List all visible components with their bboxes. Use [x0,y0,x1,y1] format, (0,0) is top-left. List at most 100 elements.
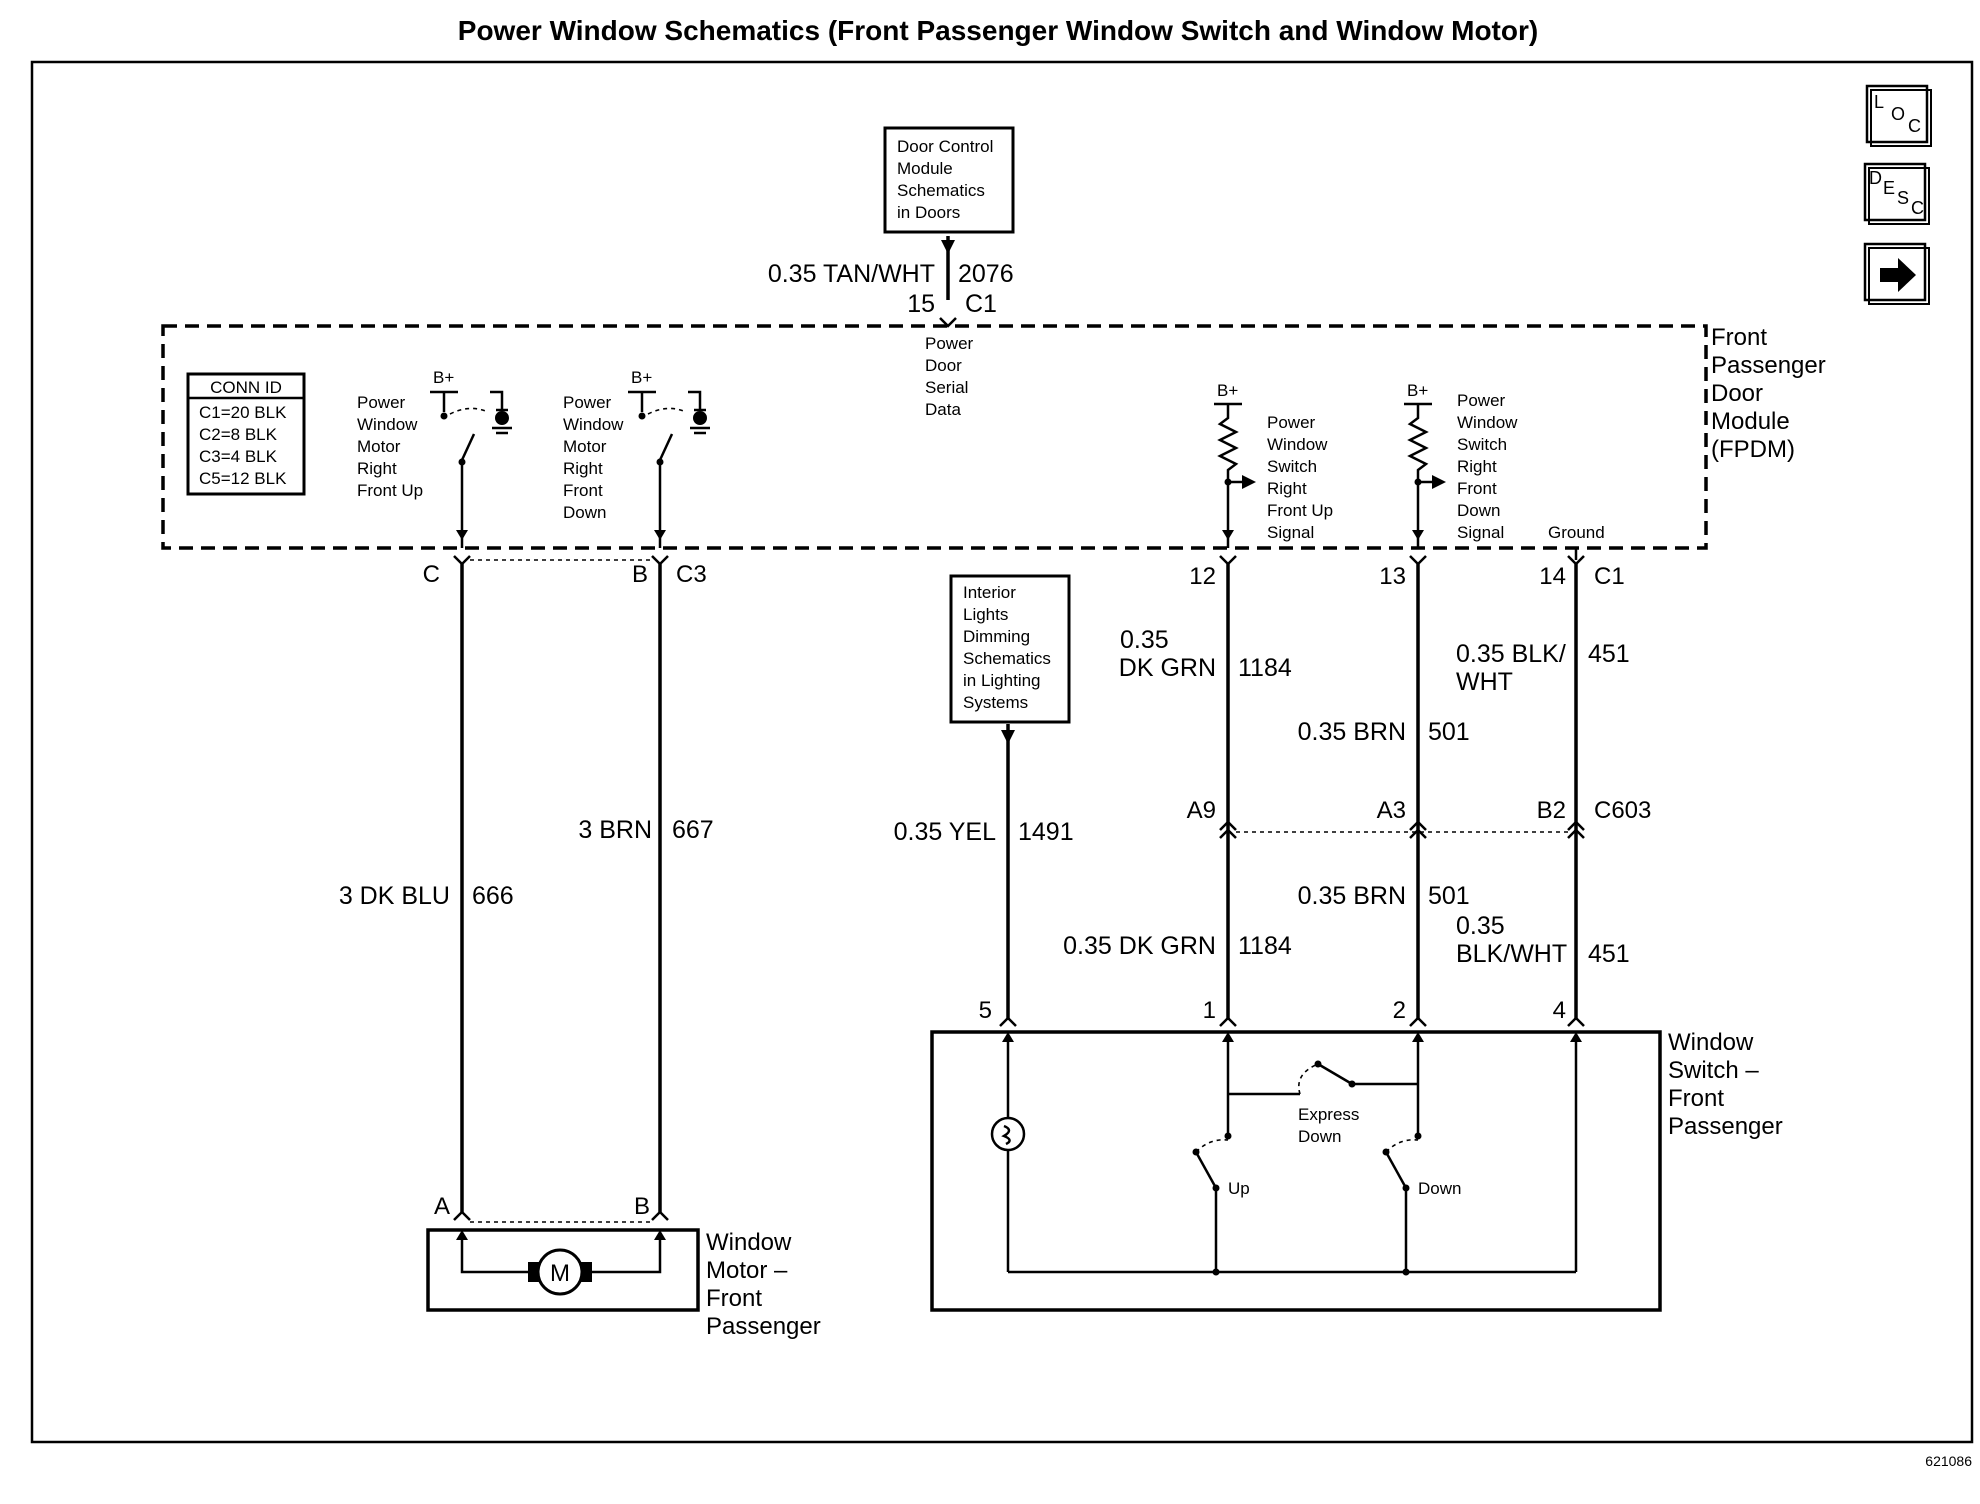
desc-letter-c: C [1911,198,1924,218]
connector-chevrons-c603 [1219,820,1585,839]
pin-label: B [632,561,648,588]
window-switch-front-passenger: Express Down Up Down [930,1030,1662,1312]
pin-label: 15 [907,290,935,318]
circuit-number: 501 [1428,882,1470,910]
switch-label-line: Switch – [1668,1057,1759,1084]
conn-id-table: CONN ID C1=20 BLK C2=8 BLK C3=4 BLK C5=1… [186,372,306,496]
internal-label-line: Right [1267,479,1307,498]
bplus-label: B+ [631,368,652,387]
circuit-number: 2076 [958,260,1014,288]
interior-lights-reference: Interior Lights Dimming Schematics in Li… [949,574,1071,724]
internal-label-line: Power [1267,413,1316,432]
window-motor-front-passenger: M [426,1228,700,1312]
motor-symbol: M [550,1260,570,1287]
connector-chevron-icon [939,317,957,328]
internal-label-line: Power [563,393,612,412]
ref-line: Module [897,159,953,178]
internal-label-line: Window [357,415,418,434]
wire-color-label: 0.35 BRN [1298,718,1406,746]
ground-icon [693,411,707,425]
outer-frame [30,60,1974,1444]
serial-label-line: Door [925,356,962,375]
fpdm-enclosure [161,324,1708,550]
fpdm-label-line: Front [1711,324,1767,351]
figure-number: 621086 [1925,1453,1972,1469]
switch-label-line: Window [1668,1029,1754,1056]
ref-line: Dimming [963,627,1030,646]
internal-label-line: Signal [1457,523,1504,542]
internal-label-line: Window [1267,435,1328,454]
circuit-number: 1184 [1238,654,1292,682]
internal-label-line: Front [563,481,603,500]
pin-label: 5 [979,997,992,1024]
resistor-icon [1217,404,1239,548]
serial-label-line: Power [925,334,974,353]
internal-label-line: Down [1457,501,1500,520]
wire-color-label: DK GRN [1119,654,1216,682]
internal-label-line: Front Up [1267,501,1333,520]
window-switch-label: Window Switch – Front Passenger [1668,1029,1783,1140]
loc-button[interactable]: L O C [1865,84,1932,147]
bplus-label: B+ [1217,381,1238,400]
pin-label: B2 [1537,797,1566,824]
motor-label-line: Motor – [706,1257,788,1284]
switch-label-line: Passenger [1668,1113,1783,1140]
conn-id-row: C5=12 BLK [199,469,287,488]
internal-label-line: Right [1457,457,1497,476]
conn-id-row: C3=4 BLK [199,447,278,466]
switch-up-signal-input: B+ Power Window Switch Right Front Up Si… [1214,381,1333,548]
internal-label-line: Window [1457,413,1518,432]
loc-letter-l: L [1874,92,1884,112]
loc-letter-c: C [1908,116,1921,136]
wire-color-label: 3 DK BLU [339,882,450,910]
wire-color-label: 0.35 YEL [894,818,997,846]
wire-color-label: 0.35 TAN/WHT [768,260,935,288]
internal-label-line: Right [563,459,603,478]
wire-color-label: 0.35 BRN [1298,882,1406,910]
wire-color-label: 0.35 DK GRN [1063,932,1216,960]
ground-label: Ground [1548,523,1605,542]
switch-label-line: Front [1668,1085,1724,1112]
connector-label: C3 [676,561,707,588]
window-motor-label: Window Motor – Front Passenger [706,1229,821,1340]
internal-label-line: Window [563,415,624,434]
connector-chevrons-motor [453,1210,669,1221]
ref-line: Schematics [963,649,1051,668]
fpdm-label-line: (FPDM) [1711,436,1795,463]
motor-label-line: Window [706,1229,792,1256]
motor-label-line: Front [706,1285,762,1312]
express-down-label: Down [1298,1127,1341,1146]
desc-letter-e: E [1883,178,1895,198]
fpdm-label-line: Door [1711,380,1763,407]
fpdm-label-line: Passenger [1711,352,1826,379]
up-contact-label: Up [1228,1179,1250,1198]
internal-label-line: Power [1457,391,1506,410]
conn-id-header: CONN ID [210,378,282,397]
desc-letter-d: D [1869,168,1882,188]
desc-letter-s: S [1897,188,1909,208]
ref-line: Door Control [897,137,993,156]
pin-label: 13 [1379,563,1406,590]
page-title: Power Window Schematics (Front Passenger… [458,15,1538,46]
wire-color-label: WHT [1456,668,1513,696]
connector-label: C603 [1594,797,1651,824]
pin-label: A [434,1193,450,1220]
next-page-button[interactable] [1863,242,1930,305]
connector-chevrons-switch [999,1016,1585,1027]
wire-color-label: 0.35 BLK/ [1456,640,1566,668]
conn-id-row: C1=20 BLK [199,403,287,422]
desc-button[interactable]: D E S C [1863,162,1930,225]
ref-line: Schematics [897,181,985,200]
internal-label-line: Signal [1267,523,1314,542]
circuit-number: 667 [672,816,714,844]
ref-line: in Lighting [963,671,1041,690]
internal-label-line: Front [1457,479,1497,498]
arrow-right-icon [1880,258,1916,292]
circuit-number: 1184 [1238,932,1292,960]
bplus-label: B+ [433,368,454,387]
internal-label-line: Down [563,503,606,522]
motor-label-line: Passenger [706,1313,821,1340]
pin-label: 1 [1203,997,1216,1024]
pin-label: 14 [1539,563,1566,590]
ref-line: in Doors [897,203,960,222]
